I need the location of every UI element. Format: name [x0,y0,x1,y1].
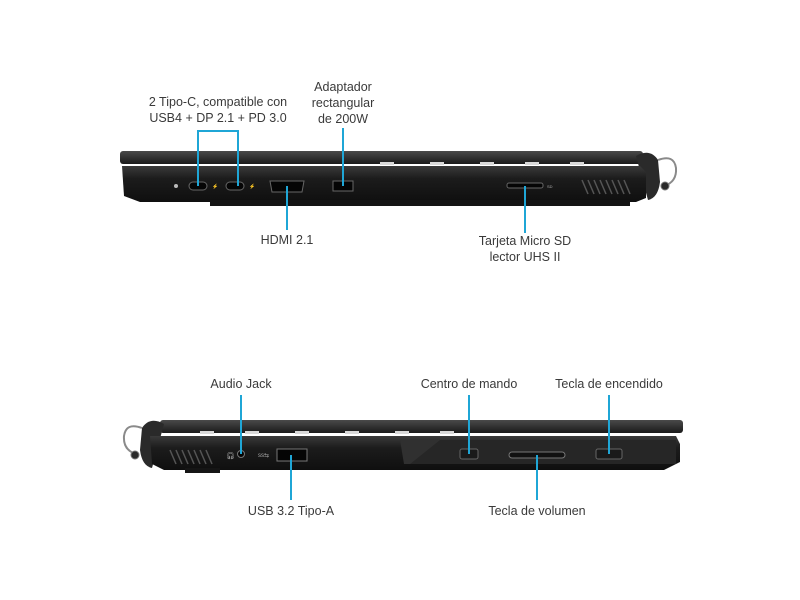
power-adapter-label-line2: rectangular [311,96,375,110]
callout-lines-top [197,128,526,233]
usb-a-label: USB 3.2 Tipo-A [247,504,335,518]
usb-c-port-2 [225,181,245,191]
callout-lines-bottom [240,395,610,500]
laptop-right-side-view: 🎧︎ ss⇆ [122,420,683,473]
svg-text:SD: SD [547,184,553,189]
microsd-label-line1: Tarjeta Micro SD [478,234,572,248]
svg-text:⚡: ⚡ [212,183,218,190]
usb-c-label: 2 Tipo-C, compatible con USB4 + DP 2.1 +… [140,94,296,126]
power-adapter-label: Adaptador rectangular de 200W [298,79,388,127]
hdmi-label: HDMI 2.1 [260,233,314,247]
volume-key-label: Tecla de volumen [488,504,586,518]
svg-text:ss⇆: ss⇆ [258,452,269,459]
power-adapter-label-line1: Adaptador [314,80,372,94]
command-center-label: Centro de mando [420,377,518,391]
usb-c-label-line2: USB4 + DP 2.1 + PD 3.0 [149,111,287,125]
usb-c-label-line1: 2 Tipo-C, compatible con [148,95,288,109]
laptop-left-side-view: ⚡ ⚡ SD [120,151,678,206]
power-key-label: Tecla de encendido [555,377,663,391]
svg-text:⚡: ⚡ [249,183,255,190]
microsd-label-line2: lector UHS II [489,250,561,264]
svg-text:🎧︎: 🎧︎ [226,452,235,460]
audio-jack-label: Audio Jack [210,377,272,391]
power-adapter-label-line3: de 200W [317,112,369,126]
microsd-label: Tarjeta Micro SD lector UHS II [465,233,585,265]
